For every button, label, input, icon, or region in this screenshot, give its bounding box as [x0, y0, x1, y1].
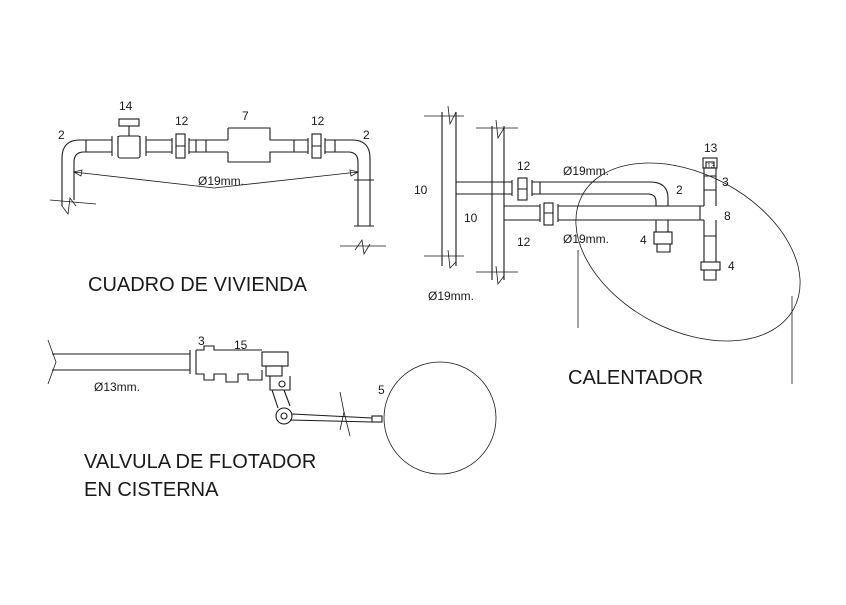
valve-body-15 [196, 345, 262, 351]
label-13: 13 [704, 141, 718, 155]
diameter-mid: Ø19mm. [563, 232, 609, 246]
diameter-label: Ø13mm. [94, 380, 140, 394]
meter-body [227, 151, 280, 163]
label-14: 14 [119, 99, 133, 113]
valve-handle [118, 118, 140, 127]
float-ball [383, 361, 497, 475]
label-8: 8 [724, 209, 731, 223]
dimension-line [73, 171, 359, 189]
label-12-right: 12 [311, 114, 325, 128]
label-5: 5 [378, 383, 385, 397]
inner-riser [491, 126, 505, 280]
left-riser [61, 172, 75, 206]
valvula-title-line1: VALVULA DE FLOTADOR [84, 451, 316, 473]
right-elbow-outer [346, 139, 371, 180]
label-12-top: 12 [517, 159, 531, 173]
label-2: 2 [676, 183, 683, 197]
left-elbow-outer [61, 139, 88, 172]
label-2-left: 2 [58, 128, 65, 142]
pipe-seg-1 [88, 139, 112, 153]
union-bottom [543, 202, 554, 226]
label-2-right: 2 [363, 128, 370, 142]
outlet-left [653, 231, 673, 245]
pipe-break-left [47, 339, 57, 385]
label-13-small: 13 [707, 163, 715, 170]
bottom-pipe [558, 205, 704, 221]
label-4-right: 4 [728, 259, 735, 273]
diameter-label: Ø19mm. [198, 174, 244, 188]
label-10-outer: 10 [414, 183, 428, 197]
heater-tank [575, 162, 801, 342]
top-pipe-elbow [532, 181, 669, 206]
label-7: 7 [242, 109, 249, 123]
label-15: 15 [234, 338, 248, 352]
calentador-title: CALENTADOR [568, 367, 703, 389]
float-rod [289, 413, 373, 423]
outlet-right [700, 261, 721, 271]
outer-riser [441, 112, 457, 266]
diameter-top: Ø19mm. [563, 164, 609, 178]
calentador-group: 10 10 12 12 Ø19mm. Ø19mm. Ø19mm. 2 13 13… [414, 105, 801, 389]
left-break-mark [49, 196, 97, 216]
supply-pipe-13mm [52, 353, 190, 371]
label-10-inner: 10 [464, 211, 478, 225]
cuadro-title: CUADRO DE VIVIENDA [88, 274, 308, 296]
valvula-flotador-group: 3 15 5 Ø13mm. VALVULA DE FLOTADOR EN CIS… [47, 334, 497, 501]
right-break-mark [340, 238, 386, 256]
heater-legs [577, 250, 793, 384]
label-3: 3 [722, 175, 729, 189]
cuadro-de-vivienda-group: 2 14 12 7 12 2 Ø19mm. CUADRO DE VIVIENDA [49, 99, 386, 296]
right-elbow-inner [346, 151, 359, 180]
diameter-bottom: Ø19mm. [428, 289, 474, 303]
valve-body [117, 135, 141, 159]
label-12-bottom: 12 [517, 235, 531, 249]
label-4-left: 4 [640, 233, 647, 247]
rod-break [339, 391, 351, 437]
label-12-left: 12 [175, 114, 189, 128]
left-elbow-inner [73, 151, 88, 172]
valvula-title-line2: EN CISTERNA [84, 479, 219, 501]
valve-head [261, 351, 289, 367]
label-3: 3 [198, 334, 205, 348]
right-riser [354, 179, 374, 227]
